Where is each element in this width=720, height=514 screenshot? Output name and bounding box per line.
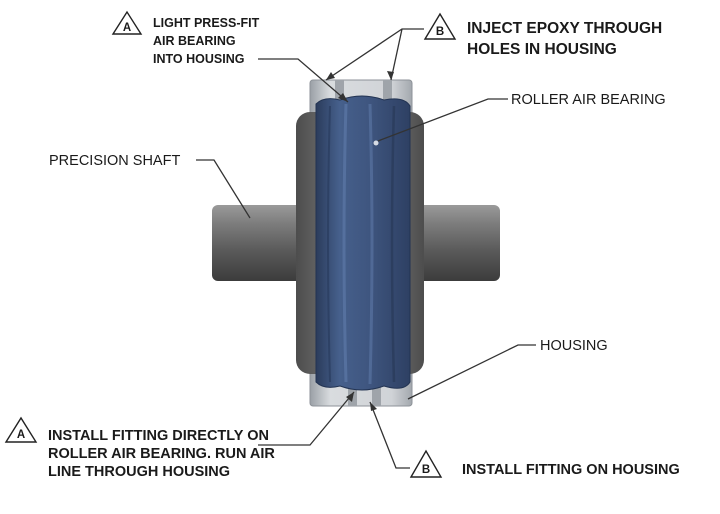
assembly-illustration <box>212 79 500 407</box>
step-marker-letter: B <box>422 464 430 476</box>
step-marker-a-top: A <box>111 10 143 35</box>
step-marker-letter: B <box>436 26 444 38</box>
callout-step-b-install-fitting-housing: INSTALL FITTING ON HOUSING <box>462 462 680 478</box>
precision-shaft-left <box>212 205 304 281</box>
housing-epoxy-hole <box>335 80 344 102</box>
roller-air-bearing <box>315 95 411 391</box>
callout-line: INSTALL FITTING DIRECTLY ON <box>48 428 269 444</box>
step-marker-b-top: B <box>423 12 457 40</box>
callout-line: INTO HOUSING <box>153 52 244 66</box>
step-marker-b-bottom: B <box>409 449 443 478</box>
step-marker-letter: A <box>17 429 25 441</box>
callout-step-a-install-fitting: INSTALL FITTING DIRECTLY ON ROLLER AIR B… <box>48 428 275 480</box>
callout-step-b-inject-epoxy: INJECT EPOXY THROUGH HOLES IN HOUSING <box>467 20 662 58</box>
step-marker-letter: A <box>123 22 131 34</box>
callout-step-a-press-fit: LIGHT PRESS-FIT AIR BEARING INTO HOUSING <box>153 16 260 66</box>
step-marker-a-bottom: A <box>4 416 38 443</box>
label-precision-shaft: PRECISION SHAFT <box>49 153 180 169</box>
housing-fitting-hole <box>372 386 381 406</box>
leader-lines <box>196 28 536 469</box>
housing-epoxy-hole <box>383 80 392 102</box>
label-housing: HOUSING <box>540 338 608 354</box>
callout-line: LIGHT PRESS-FIT <box>153 16 260 30</box>
callout-line: LINE THROUGH HOUSING <box>48 464 230 480</box>
label-roller-air-bearing: ROLLER AIR BEARING <box>511 92 666 108</box>
callout-line: AIR BEARING <box>153 34 236 48</box>
callout-line: INJECT EPOXY THROUGH <box>467 20 662 37</box>
callout-line: HOLES IN HOUSING <box>467 41 617 58</box>
callout-line: ROLLER AIR BEARING. RUN AIR <box>48 446 275 462</box>
precision-shaft-right <box>418 205 500 281</box>
